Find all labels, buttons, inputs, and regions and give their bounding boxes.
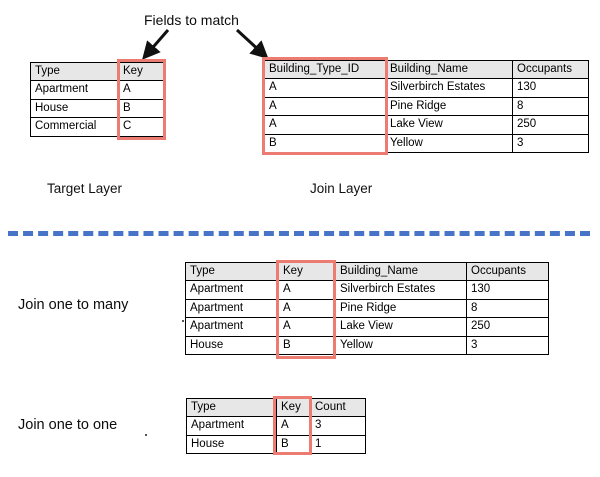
- cell-type: Apartment: [185, 280, 279, 300]
- column-header: Building_Name: [335, 261, 467, 282]
- table-row: House B 1: [186, 434, 366, 455]
- stray-dot: [145, 434, 147, 436]
- column-header: Type: [30, 61, 119, 82]
- cell-building-type-id: A: [264, 115, 386, 135]
- cell-key: A: [276, 416, 311, 436]
- cell-building-type-id: A: [264, 78, 386, 98]
- join-one-to-one-table: Type Key Count Apartment A 3 House B 1: [186, 397, 366, 455]
- page-title: Fields to match: [144, 12, 239, 28]
- cell-building-name: Yellow: [385, 133, 513, 153]
- cell-key: C: [118, 117, 164, 137]
- cell-type: House: [186, 434, 277, 455]
- cell-occupants: 8: [512, 96, 589, 117]
- column-header: Occupants: [512, 59, 589, 80]
- cell-type: Apartment: [186, 416, 277, 436]
- column-header: Building_Type_ID: [264, 59, 386, 80]
- cell-building-name: Lake View: [385, 115, 513, 135]
- cell-key: B: [278, 335, 336, 355]
- target-layer-caption: Target Layer: [47, 181, 123, 196]
- cell-key: B: [276, 434, 311, 455]
- join-layer-table: Building_Type_ID Building_Name Occupants…: [264, 59, 589, 153]
- cell-building-name: Yellow: [335, 335, 467, 355]
- table-row: House B: [30, 98, 164, 119]
- column-header: Type: [186, 397, 277, 418]
- cell-type: Apartment: [30, 80, 119, 100]
- cell-key: A: [278, 280, 336, 300]
- column-header: Type: [185, 261, 279, 282]
- cell-building-name: Silverbirch Estates: [335, 280, 467, 300]
- column-header: Key: [118, 61, 164, 82]
- cell-building-name: Pine Ridge: [385, 96, 513, 117]
- column-header: Key: [278, 261, 336, 282]
- table-header-row: Type Key: [30, 61, 164, 82]
- target-layer-table: Type Key Apartment A House B Commercial …: [30, 61, 164, 137]
- cell-key: B: [118, 98, 164, 119]
- cell-occupants: 250: [512, 115, 589, 135]
- cell-type: Commercial: [30, 117, 119, 137]
- table-row: A Lake View 250: [264, 115, 589, 135]
- cell-count: 1: [310, 434, 366, 455]
- table-row: B Yellow 3: [264, 133, 589, 153]
- table-row: A Silverbirch Estates 130: [264, 78, 589, 98]
- cell-occupants: 250: [466, 317, 549, 337]
- table-row: Apartment A 3: [186, 416, 366, 436]
- cell-occupants: 8: [466, 298, 549, 319]
- join-one-to-one-caption: Join one to one: [18, 417, 118, 433]
- cell-count: 3: [310, 416, 366, 436]
- column-header: Occupants: [466, 261, 549, 282]
- table-row: House B Yellow 3: [185, 335, 549, 355]
- cell-occupants: 130: [512, 78, 589, 98]
- cell-type: Apartment: [185, 317, 279, 337]
- join-layer-caption: Join Layer: [310, 181, 373, 196]
- section-divider: [8, 231, 590, 236]
- cell-building-type-id: A: [264, 96, 386, 117]
- cell-occupants: 3: [512, 133, 589, 153]
- table-row: Commercial C: [30, 117, 164, 137]
- table-row: A Pine Ridge 8: [264, 96, 589, 117]
- cell-building-name: Lake View: [335, 317, 467, 337]
- table-row: Apartment A: [30, 80, 164, 100]
- cell-type: House: [30, 98, 119, 119]
- column-header: Count: [310, 397, 366, 418]
- table-header-row: Building_Type_ID Building_Name Occupants: [264, 59, 589, 80]
- join-one-to-many-caption: Join one to many: [18, 297, 129, 313]
- cell-building-name: Pine Ridge: [335, 298, 467, 319]
- arrow-to-join-key-icon: [235, 28, 269, 60]
- stray-dot: [182, 320, 184, 322]
- cell-type: Apartment: [185, 298, 279, 319]
- column-header: Building_Name: [385, 59, 513, 80]
- table-row: Apartment A Lake View 250: [185, 317, 549, 337]
- table-row: Apartment A Silverbirch Estates 130: [185, 280, 549, 300]
- join-one-to-many-table: Type Key Building_Name Occupants Apartme…: [185, 261, 549, 355]
- cell-key: A: [278, 298, 336, 319]
- cell-type: House: [185, 335, 279, 355]
- cell-key: A: [118, 80, 164, 100]
- cell-key: A: [278, 317, 336, 337]
- arrow-to-target-key-icon: [142, 29, 170, 60]
- table-row: Apartment A Pine Ridge 8: [185, 298, 549, 319]
- cell-building-type-id: B: [264, 133, 386, 153]
- cell-occupants: 130: [466, 280, 549, 300]
- table-header-row: Type Key Count: [186, 397, 366, 418]
- table-header-row: Type Key Building_Name Occupants: [185, 261, 549, 282]
- column-header: Key: [276, 397, 311, 418]
- cell-occupants: 3: [466, 335, 549, 355]
- cell-building-name: Silverbirch Estates: [385, 78, 513, 98]
